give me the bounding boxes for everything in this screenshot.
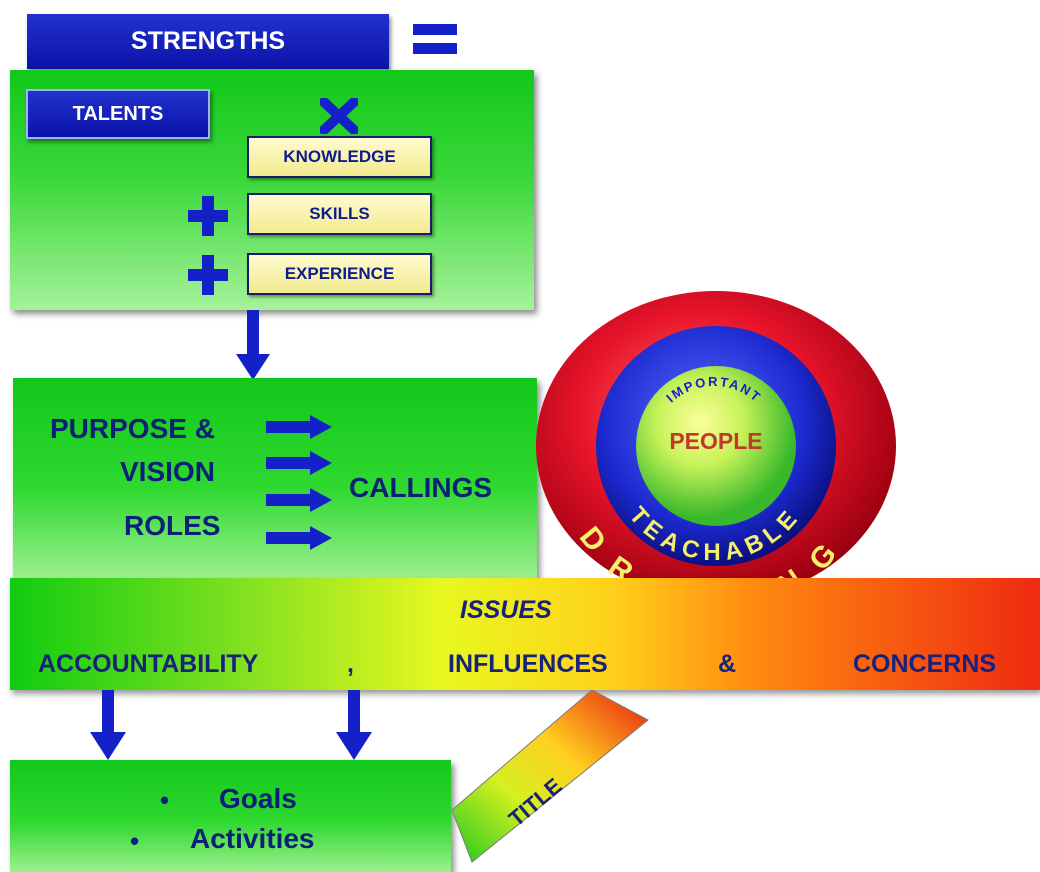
title-tag: TITLE bbox=[451, 689, 652, 866]
right-arrow-icon bbox=[266, 526, 332, 550]
multiply-icon bbox=[316, 94, 362, 138]
activities-item: Activities bbox=[190, 823, 315, 854]
strengths-label: STRENGTHS bbox=[130, 27, 286, 55]
right-arrow-icon bbox=[266, 488, 332, 512]
goals-item: Goals bbox=[219, 783, 297, 814]
plus-icon bbox=[188, 255, 228, 295]
plus-icon bbox=[188, 196, 228, 236]
accountability-label: ACCOUNTABILITY bbox=[38, 650, 259, 678]
callings-label: CALLINGS bbox=[349, 472, 493, 503]
purpose-line-3: ROLES bbox=[124, 510, 221, 541]
ampersand-label: & bbox=[718, 650, 737, 678]
goals-panel bbox=[10, 760, 451, 872]
comma-label: , bbox=[347, 650, 354, 678]
issues-title: ISSUES bbox=[460, 596, 552, 624]
concentric-circle: IMPORTANT PEOPLE TEACHABLE DRAINING bbox=[534, 286, 900, 620]
right-arrow-icon bbox=[266, 415, 332, 439]
experience-label: EXPERIENCE bbox=[284, 264, 395, 283]
knowledge-label: KNOWLEDGE bbox=[283, 147, 396, 166]
talents-box: TALENTS bbox=[26, 89, 210, 139]
purpose-line-1: PURPOSE & bbox=[50, 413, 215, 444]
issues-bar bbox=[10, 578, 1040, 690]
right-arrow-icon bbox=[266, 451, 332, 475]
purpose-panel bbox=[13, 378, 537, 578]
equals-icon bbox=[413, 22, 457, 58]
knowledge-box: KNOWLEDGE bbox=[247, 136, 432, 178]
goals-bullet: • bbox=[160, 785, 170, 815]
talents-label: TALENTS bbox=[72, 102, 164, 125]
down-arrow-icon bbox=[90, 690, 126, 760]
concerns-label: CONCERNS bbox=[853, 650, 997, 678]
skills-label: SKILLS bbox=[309, 204, 370, 223]
experience-box: EXPERIENCE bbox=[247, 253, 432, 295]
down-arrow-icon bbox=[336, 690, 372, 760]
influences-label: INFLUENCES bbox=[448, 650, 608, 678]
people-label: PEOPLE bbox=[669, 428, 762, 454]
activities-bullet: • bbox=[130, 826, 140, 856]
purpose-line-2: VISION bbox=[120, 456, 215, 487]
down-arrow-icon bbox=[236, 310, 270, 380]
skills-box: SKILLS bbox=[247, 193, 432, 235]
strengths-box: STRENGTHS bbox=[27, 14, 389, 69]
